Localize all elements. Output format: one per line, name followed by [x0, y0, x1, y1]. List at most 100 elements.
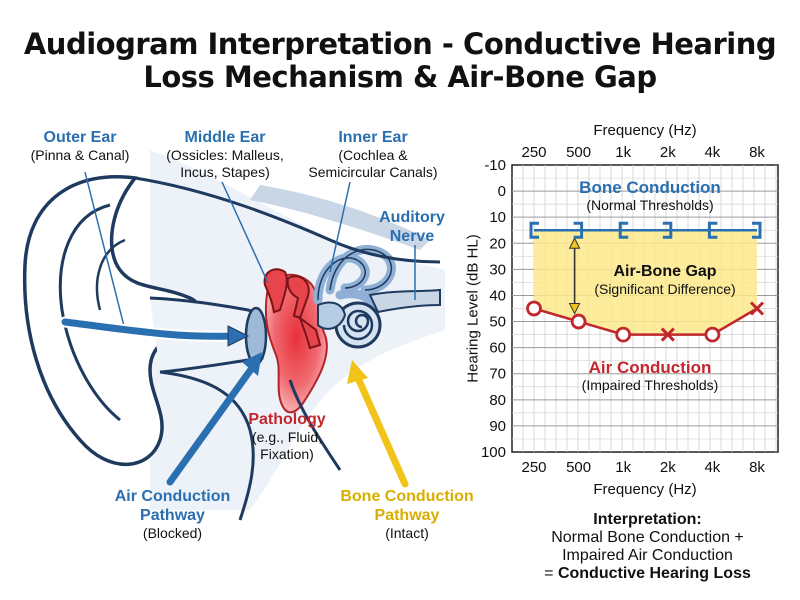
- inner-ear-label: Inner Ear (Cochlea & Semicircular Canals…: [298, 128, 448, 181]
- air-pathway-line-1: Air Conduction: [114, 488, 231, 505]
- bone-conduction-pathway-arrow-head: [347, 360, 368, 384]
- x-tick-label-top: 500: [566, 144, 591, 161]
- bone-conduction-legend: Bone Conduction: [579, 178, 721, 197]
- middle-ear-leader: [221, 181, 269, 284]
- y-tick-label: 80: [489, 392, 506, 409]
- y-tick-label: 10: [489, 209, 506, 226]
- pathology-sub-1: (e.g., Fluid,: [251, 429, 323, 445]
- interpretation-box: Interpretation: Normal Bone Conduction +…: [505, 511, 790, 583]
- middle-ear-sub-1: (Ossicles: Malleus,: [166, 147, 284, 163]
- y-tick-label: 40: [489, 287, 506, 304]
- interpretation-line-2: Impaired Air Conduction: [562, 547, 733, 564]
- x-tick-label-bottom: 8k: [749, 459, 765, 476]
- x-tick-label-top: 4k: [704, 144, 720, 161]
- x-tick-label-top: 8k: [749, 144, 765, 161]
- air-bone-gap-region: [534, 230, 757, 335]
- outer-ear-label: Outer Ear (Pinna & Canal): [20, 128, 140, 164]
- air-bone-gap-arrow-head-up: [568, 237, 581, 249]
- pathology-sub-2: Fixation): [260, 446, 314, 462]
- air-conduction-marker-o: [526, 300, 542, 317]
- x-axis-label-bottom: Frequency (Hz): [593, 481, 697, 498]
- air-conduction-pathway-arrow-head: [242, 352, 262, 376]
- interpretation-prefix: =: [544, 565, 558, 582]
- x-tick-label-top: 2k: [660, 144, 676, 161]
- inner-ear-leader: [329, 181, 351, 273]
- y-tick-label: 0: [498, 183, 506, 200]
- air-conduction-marker-o: [704, 326, 721, 343]
- air-conduction-marker-x: [749, 301, 765, 316]
- air-bone-gap-title: Air-Bone Gap: [613, 263, 717, 280]
- air-conduction-marker-o: [615, 326, 632, 343]
- bone-conduction-marker: [752, 221, 762, 239]
- auditory-nerve-line-2: Nerve: [389, 228, 435, 245]
- bone-conduction-marker: [662, 221, 673, 239]
- outer-ear-leader: [84, 171, 126, 331]
- y-tick-label: 100: [481, 444, 506, 461]
- x-tick-label-top: 250: [521, 144, 546, 161]
- inner-ear-sub-1: (Cochlea &: [338, 147, 408, 163]
- pinna-inner-fold: [95, 238, 126, 311]
- bone-conduction-legend-sub: (Normal Thresholds): [586, 197, 714, 213]
- bone-conduction-marker: [573, 221, 584, 239]
- air-bone-gap-arrow-head-down: [568, 303, 581, 315]
- air-conduction-pathway-label: Air Conduction Pathway (Blocked): [100, 487, 245, 542]
- x-axis-label-top: Frequency (Hz): [593, 122, 697, 139]
- air-pathway-line-2: Pathway: [140, 507, 205, 524]
- air-conduction-legend-sub: (Impaired Thresholds): [581, 377, 719, 393]
- y-tick-label: 90: [489, 418, 506, 435]
- x-tick-label-bottom: 4k: [704, 459, 720, 476]
- title-line-2: Loss Mechanism & Air-Bone Gap: [143, 60, 657, 94]
- y-tick-label: 50: [489, 314, 506, 331]
- x-tick-label-bottom: 1k: [615, 459, 631, 476]
- audiogram-ticks: -1001020304050607080901002502505005001k1…: [481, 144, 765, 476]
- head-outline-upper: [134, 176, 441, 264]
- air-bone-gap-shading: [534, 230, 757, 335]
- x-tick-label-top: 1k: [615, 144, 631, 161]
- malleus: [263, 268, 288, 314]
- air-conduction-arrow-canal-stroke: [61, 318, 236, 340]
- x-tick-label-bottom: 250: [521, 459, 546, 476]
- air-conduction-pathway-arrow: [166, 364, 256, 486]
- air-bone-gap-label: Air-Bone Gap (Significant Difference): [580, 262, 750, 298]
- air-conduction-legend: Air Conduction: [588, 358, 712, 377]
- air-bone-gap-sub: (Significant Difference): [594, 281, 736, 297]
- pathology-label: Pathology (e.g., Fluid, Fixation): [232, 410, 342, 463]
- outer-ear-sub: (Pinna & Canal): [30, 147, 130, 163]
- pathology-title: Pathology: [248, 411, 326, 428]
- auditory-nerve-shape: [368, 288, 441, 314]
- x-tick-label-bottom: 500: [566, 459, 591, 476]
- bone-conduction-pathway-arrow: [354, 374, 409, 488]
- skull-bone-upper: [250, 185, 430, 250]
- cochlea-spiral: [342, 309, 374, 341]
- inner-ear-title: Inner Ear: [338, 129, 408, 146]
- outer-ear-title: Outer Ear: [43, 129, 117, 146]
- vestibule: [317, 301, 347, 330]
- pinna-fold: [58, 203, 121, 422]
- bone-conduction-marker: [529, 221, 539, 239]
- air-pathway-sub: (Blocked): [142, 525, 203, 541]
- y-tick-label: 30: [489, 261, 506, 278]
- bone-conduction-series-label: Bone Conduction (Normal Thresholds): [560, 178, 740, 214]
- pinna: [22, 175, 203, 467]
- auditory-nerve-line-1: Auditory: [379, 209, 445, 226]
- auditory-nerve-label: Auditory Nerve: [372, 208, 452, 246]
- bone-conduction-marker: [707, 221, 718, 239]
- bone-conduction-pathway-label: Bone Conduction Pathway (Intact): [332, 487, 482, 542]
- title-line-1: Audiogram Interpretation - Conductive He…: [23, 27, 777, 61]
- audiogram-series: [526, 221, 765, 343]
- stapes: [297, 315, 322, 350]
- y-tick-label: 60: [489, 340, 506, 357]
- y-axis-label: Hearing Level (dB HL): [464, 234, 482, 383]
- middle-ear-sub-2: Incus, Stapes): [180, 164, 270, 180]
- interpretation-heading: Interpretation:: [593, 511, 702, 528]
- interpretation-result: Conductive Hearing Loss: [557, 565, 751, 582]
- bone-pathway-line-2: Pathway: [374, 507, 440, 524]
- bone-pathway-sub: (Intact): [385, 525, 429, 541]
- air-conduction-marker-x: [660, 327, 675, 342]
- bone-pathway-line-1: Bone Conduction: [340, 488, 474, 505]
- x-tick-label-bottom: 2k: [660, 459, 676, 476]
- inner-ear-sub-2: Semicircular Canals): [308, 164, 438, 180]
- interpretation-line-1: Normal Bone Conduction +: [551, 529, 744, 546]
